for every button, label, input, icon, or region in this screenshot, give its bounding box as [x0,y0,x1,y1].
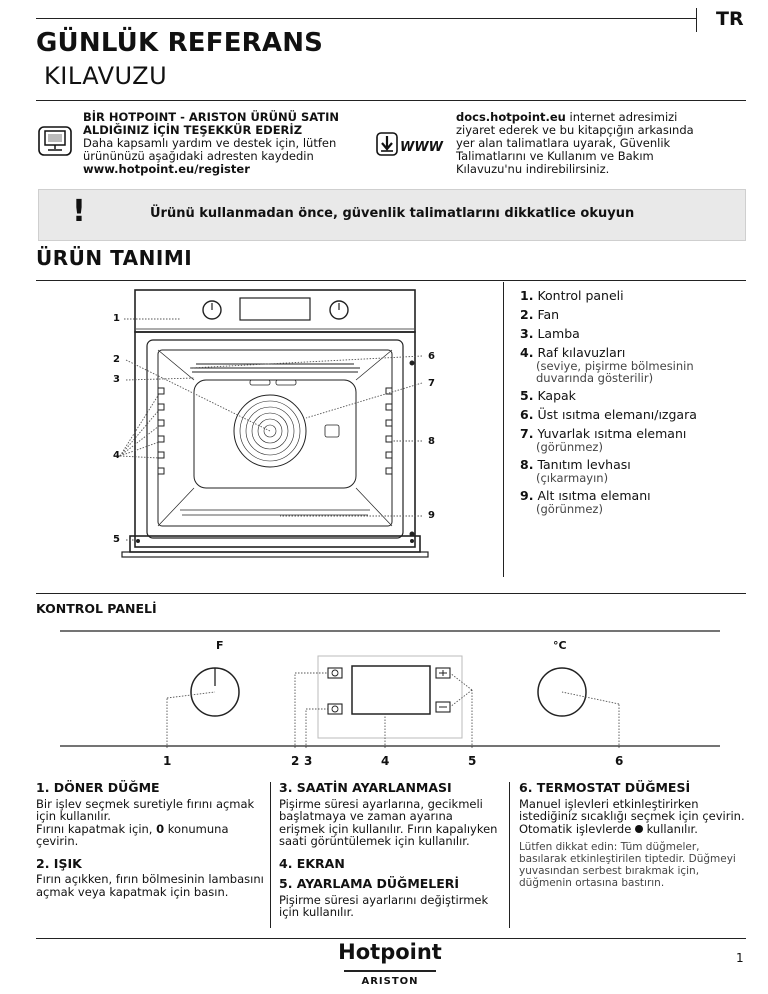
support-text-line2: ürününüzü aşağıdaki adresten kaydedin [83,149,314,163]
panel-label-5: 5 [468,754,477,768]
thanks-line2: ALDIĞINIZ İÇİN TEŞEKKÜR EDERİZ [83,123,303,137]
brand-sub: ARISTON [361,976,419,987]
brand-logo: Hotpoint [338,940,442,964]
panel-label-2: 2 [291,754,300,768]
text-selector-knob: Bir işlev seçmek suretiyle fırını açmak … [36,796,255,823]
part-item: 1. Kontrol paneli [520,288,624,303]
oven-label-5: 5 [113,534,120,545]
part-item: 9. Alt ısıtma elemanı(görünmez) [520,488,651,516]
text-note: Lütfen dikkat edin: Tüm düğmeler, basıla… [519,841,736,889]
oven-label-8: 8 [428,436,435,447]
oven-label-9: 9 [428,510,435,521]
docs-text-line3: yer alan talimatlara uyarak, Güvenlik [456,136,671,150]
light-button [327,703,343,715]
panel-label-1: 1 [163,754,172,768]
oven-label-6: 6 [428,351,435,362]
text-adjust-buttons: Pişirme süresi ayarlarını değiştirmek iç… [279,892,489,919]
docs-text-line1: internet adresimizi [565,110,678,124]
heading-selector-knob: 1. DÖNER DÜĞME [36,780,160,795]
docs-text-line4: Talimatlarını ve Kullanım ve Bakım [456,149,654,163]
text-thermostat: Manuel işlevleri etkinleştirirken istedi… [519,796,745,836]
safety-warning-box: ! Ürünü kullanmadan önce, güvenlik talim… [38,189,746,241]
thermostat-knob [537,667,587,717]
part-item: 6. Üst ısıtma elemanı/ızgara [520,407,697,422]
support-text-line1: Daha kapsamlı yardım ve destek için, lüt… [83,136,337,150]
panel-label-6: 6 [615,754,624,768]
oven-knob-right [329,300,349,320]
oven-diagram [119,289,429,558]
part-item: 7. Yuvarlak ısıtma elemanı(görünmez) [520,426,687,454]
safety-warning-text: Ürünü kullanmadan önce, güvenlik talimat… [150,206,635,221]
thermostat-knob-label: °C [553,639,567,652]
clock-button [327,667,343,679]
oven-label-3: 3 [113,374,120,385]
page-number: 1 [736,951,744,965]
part-item: 5. Kapak [520,388,576,403]
oven-knob-left [202,300,222,320]
heading-adjust-buttons: 5. AYARLAMA DÜĞMELERİ [279,876,460,891]
control-panel-title: KONTROL PANELİ [36,601,157,616]
heading-thermostat: 6. TERMOSTAT DÜĞMESİ [519,780,691,795]
document-subtitle: KILAVUZU [44,62,168,90]
part-item: 2. Fan [520,307,560,322]
part-item: 4. Raf kılavuzları(seviye, pişirme bölme… [520,345,694,385]
thanks-line1: BİR HOTPOINT - ARISTON ÜRÜNÜ SATIN [83,110,339,124]
docs-text-line2: ziyaret ederek ve bu kitapçığın arkasınd… [456,123,694,137]
oven-label-4: 4 [113,450,120,461]
text-off-position: Fırını kapatmak için, 0 konumuna çevirin… [36,821,229,848]
docs-text-line5: Kılavuzu'nu indirebilirsiniz. [456,162,610,176]
register-url[interactable]: www.hotpoint.eu/register [83,162,250,176]
heading-display: 4. EKRAN [279,855,345,871]
docs-url[interactable]: docs.hotpoint.eu [456,110,566,124]
oven-label-2: 2 [113,354,120,365]
language-code: TR [716,8,744,30]
part-item: 3. Lamba [520,326,580,341]
auto-dot-icon [634,824,643,833]
text-clock: Pişirme süresi ayarlarına, gecikmeli baş… [279,796,498,848]
register-icon [38,126,72,156]
panel-label-3: 3 [304,754,313,768]
oven-display [239,297,311,321]
download-www-icon: WWW [376,132,448,158]
document-title: GÜNLÜK REFERANS [36,28,324,58]
oven-label-1: 1 [113,313,120,324]
parts-list: 1. Kontrol paneli 2. Fan 3. Lamba 4. Raf… [520,288,750,519]
part-item: 8. Tanıtım levhası(çıkarmayın) [520,457,631,485]
panel-label-4: 4 [381,754,390,768]
product-section-title: ÜRÜN TANIMI [36,246,193,270]
panel-display [351,665,431,715]
control-panel-diagram [60,630,720,748]
oven-label-7: 7 [428,378,435,389]
text-light: Fırın açıkken, fırın bölmesinin lambasın… [36,872,264,899]
heading-clock: 3. SAATİN AYARLANMASI [279,780,452,795]
heading-light: 2. IŞIK [36,855,82,871]
exclamation-icon: ! [72,194,86,229]
function-knob-label: F [216,639,224,652]
www-icon-text: WWW [400,140,444,155]
